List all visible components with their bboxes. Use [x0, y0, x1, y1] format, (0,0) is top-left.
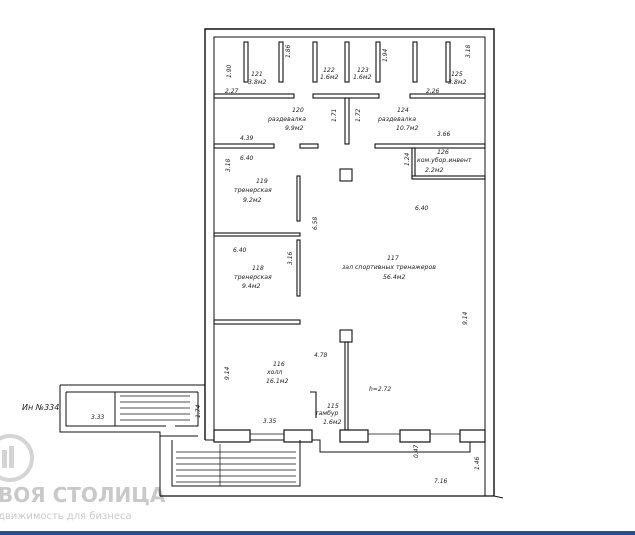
dim-9-14-right: 9.14 — [462, 311, 469, 325]
room-121-number: 121 — [251, 71, 263, 78]
room-123-area: 1.6м2 — [353, 74, 372, 81]
room-115-name: тамбур — [315, 409, 339, 417]
bottom-accent-bar — [0, 531, 635, 535]
room-122-number: 122 — [323, 67, 335, 74]
room-119-area: 9.2м2 — [243, 197, 262, 204]
dim-9-14-left: 9.14 — [224, 366, 231, 380]
dim-height: h=2.72 — [369, 386, 391, 393]
dim-1-74: 1.74 — [195, 404, 202, 418]
room-125-number: 125 — [451, 71, 463, 78]
room-labels: 121 3.8м2 122 1.6м2 123 1.6м2 125 3.8м2 … — [234, 67, 472, 426]
dim-1-90: 1.90 — [226, 64, 233, 78]
dim-6-40-a: 6.40 — [240, 155, 254, 162]
inventory-reference: Ин №334 — [22, 403, 59, 412]
dim-2-26: 2.26 — [426, 88, 440, 95]
dim-4-78: 4.78 — [314, 352, 328, 359]
room-116-name: холл — [266, 369, 282, 376]
dim-6-40-b: 6.40 — [415, 205, 429, 212]
left-staircase — [59, 384, 301, 487]
dim-3-35: 3.35 — [263, 418, 277, 425]
dim-1-24: 1.24 — [404, 152, 411, 166]
dim-6-58: 6.58 — [312, 216, 319, 230]
room-118-number: 118 — [252, 265, 264, 272]
dim-1-94: 1.94 — [382, 48, 389, 62]
watermark: ВОЯ СТОЛИЦА движимость для бизнеса — [0, 434, 166, 522]
room-117-name: зал спортивных тренажеров — [342, 264, 436, 271]
dim-0-47: 0.47 — [413, 444, 420, 458]
watermark-subtitle: движимость для бизнеса — [0, 511, 132, 522]
room-120-area: 9.9м2 — [285, 125, 304, 132]
room-126-number: 126 — [437, 149, 449, 156]
dim-3-16: 3.16 — [287, 251, 294, 265]
dim-6-40-c: 6.40 — [233, 247, 247, 254]
dim-1-71: 1.71 — [331, 109, 338, 122]
dim-2-27: 2.27 — [225, 88, 239, 95]
top-cabins — [243, 41, 451, 83]
room-125-area: 3.8м2 — [448, 79, 467, 86]
dimension-labels: 1.90 1.86 1.94 3.18 2.27 2.26 1.71 1.72 … — [91, 44, 481, 485]
dim-1-72: 1.72 — [355, 108, 362, 122]
watermark-title: ВОЯ СТОЛИЦА — [0, 483, 166, 507]
bottom-wall-blocks — [213, 429, 486, 443]
dim-3-18-top: 3.18 — [465, 44, 472, 58]
room-124-area: 10.7м2 — [396, 125, 418, 132]
room-126-name: ком.убор.инвент — [417, 156, 472, 164]
room-122-area: 1.6м2 — [320, 74, 339, 81]
room-115-number: 115 — [327, 403, 339, 410]
room-116-area: 16.1м2 — [266, 378, 288, 385]
dim-1-46: 1.46 — [474, 456, 481, 470]
room-116-number: 116 — [273, 361, 285, 368]
room-118-name: тренерская — [234, 274, 272, 281]
room-123-number: 123 — [357, 67, 369, 74]
interior-walls — [213, 93, 486, 431]
dim-3-33: 3.33 — [91, 414, 105, 421]
room-126-area: 2.2м2 — [425, 167, 444, 174]
dim-4-39: 4.39 — [240, 135, 254, 142]
watermark-logo-icon — [0, 434, 34, 482]
dim-7-16: 7.16 — [434, 478, 448, 485]
dim-3-66: 3.66 — [437, 131, 451, 138]
room-115-area: 1.6м2 — [323, 419, 342, 426]
room-119-name: тренерская — [234, 187, 272, 194]
dim-1-86: 1.86 — [285, 44, 292, 58]
room-121-area: 3.8м2 — [248, 79, 267, 86]
room-117-area: 56.4м2 — [383, 274, 405, 281]
room-120-number: 120 — [292, 107, 304, 114]
room-120-name: раздевалка — [267, 116, 306, 123]
room-118-area: 9.4м2 — [242, 283, 261, 290]
room-124-number: 124 — [397, 107, 409, 114]
dim-3-18-b: 3.18 — [225, 158, 232, 172]
building-walls — [159, 28, 504, 499]
room-124-name: раздевалка — [377, 116, 416, 123]
room-117-number: 117 — [387, 255, 399, 262]
room-119-number: 119 — [256, 178, 268, 185]
